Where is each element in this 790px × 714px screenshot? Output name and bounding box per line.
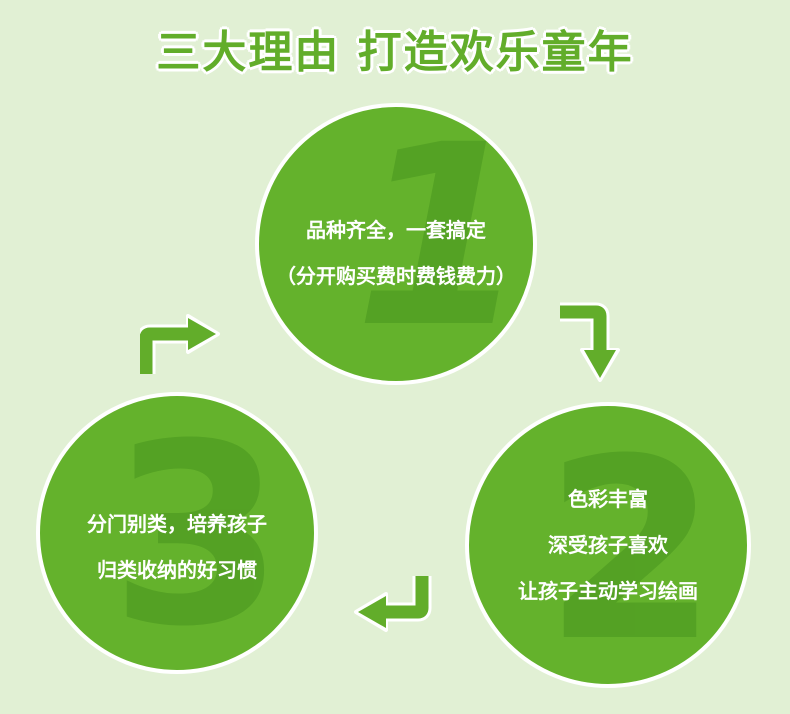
- arrow-down-icon: [556, 300, 626, 382]
- reason-text-1: 品种齐全，一套搞定 （分开购买费时费钱费力）: [259, 207, 533, 299]
- reason-number-3: 3: [110, 392, 284, 674]
- reason-3-line-2: 归类收纳的好习惯: [97, 558, 257, 582]
- reason-text-2: 色彩丰富 深受孩子喜欢 让孩子主动学习绘画: [469, 476, 747, 614]
- arrow-right-icon: [140, 308, 222, 376]
- reason-1-line-2: （分开购买费时费钱费力）: [276, 264, 516, 288]
- page-title: 三大理由 打造欢乐童年: [156, 27, 634, 78]
- reason-circle-2: 2 色彩丰富 深受孩子喜欢 让孩子主动学习绘画: [465, 402, 751, 688]
- reason-number-1: 1: [354, 103, 528, 382]
- reason-circle-1: 1 品种齐全，一套搞定 （分开购买费时费钱费力）: [255, 103, 537, 385]
- reason-circle-3: 3 分门别类，培养孩子 归类收纳的好习惯: [36, 392, 318, 674]
- reason-2-line-2: 深受孩子喜欢: [548, 533, 668, 557]
- reason-number-2: 2: [544, 405, 718, 688]
- reason-2-line-1: 色彩丰富: [568, 487, 648, 511]
- reason-text-3: 分门别类，培养孩子 归类收纳的好习惯: [40, 501, 314, 593]
- arrow-left-icon: [352, 572, 434, 638]
- reason-2-line-3: 让孩子主动学习绘画: [518, 579, 698, 603]
- reason-1-line-1: 品种齐全，一套搞定: [306, 218, 486, 242]
- reason-3-line-1: 分门别类，培养孩子: [87, 512, 267, 536]
